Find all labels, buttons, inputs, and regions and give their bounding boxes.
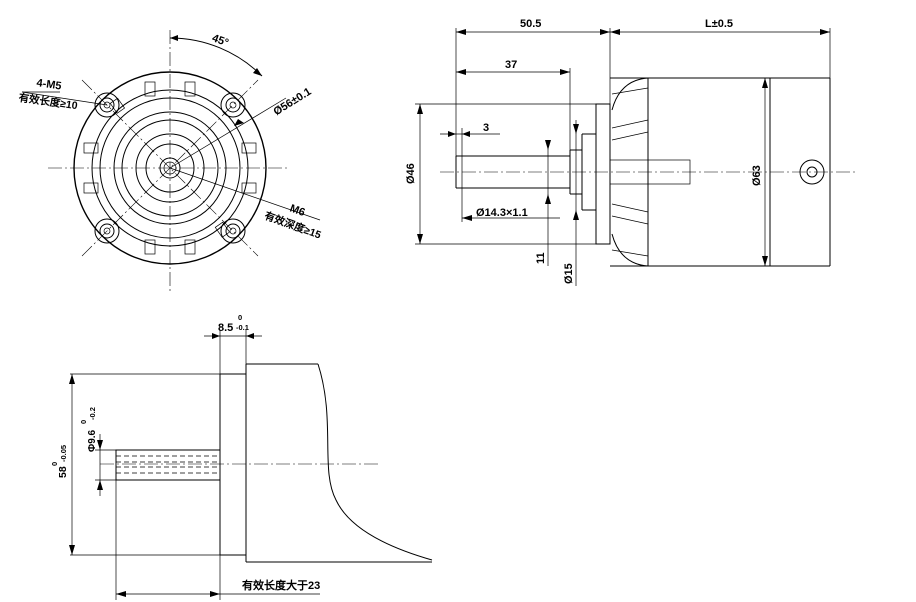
dim-d46: Ø46 — [405, 163, 417, 184]
dim-8-5: 8.5 — [218, 322, 233, 334]
dim-d9-6-tol-upper: 0 — [79, 420, 88, 424]
outer-body-circle — [73, 71, 267, 265]
thread-m6-label: M6 — [288, 203, 306, 220]
dim-length: L±0.5 — [705, 18, 733, 30]
dim-8-5-tol-lower: -0.1 — [236, 323, 249, 332]
dim-58-tol-upper: 0 — [50, 462, 59, 466]
thread-m5-label: 4-M5 — [36, 77, 62, 92]
dim-8-5-tol-upper: 0 — [238, 313, 242, 322]
dim-58: 58 — [57, 466, 69, 478]
dim-3: 3 — [483, 122, 489, 134]
mounting-hole-bl — [94, 218, 120, 244]
dim-37: 37 — [505, 59, 517, 71]
dim-d9-6-tol-lower: -0.2 — [88, 407, 97, 420]
dim-50-5: 50.5 — [520, 18, 541, 30]
dim-d14: Ø14.3×1.1 — [476, 207, 528, 219]
front-view: 45° 4-M5 有效长度≥10 Ø56±0.1 M6 有效深度≥15 — [18, 30, 323, 292]
pcd-label: Ø56±0.1 — [271, 86, 313, 118]
side-view: 50.5 L±0.5 37 3 Ø46 Ø14.3×1.1 11 — [405, 18, 855, 286]
shaft-circle — [159, 157, 181, 179]
thread-m5-depth: 有效长度≥10 — [18, 91, 79, 112]
mounting-hole-tl — [94, 92, 120, 118]
angle-label: 45° — [210, 32, 230, 49]
dim-d15: Ø15 — [563, 263, 575, 284]
effective-length-label: 有效长度大于23 — [242, 578, 320, 592]
dim-d9-6: Φ9.6 — [87, 429, 98, 452]
dim-d63: Ø63 — [751, 165, 763, 186]
mounting-hole-tr — [220, 92, 246, 118]
dim-58-tol-lower: -0.05 — [59, 445, 68, 462]
mounting-hole-br — [220, 218, 246, 244]
dim-11: 11 — [535, 252, 547, 264]
detail-view: 8.5 0 -0.1 Φ9.6 0 -0.2 58 0 -0.05 有效长度大于… — [50, 313, 433, 600]
